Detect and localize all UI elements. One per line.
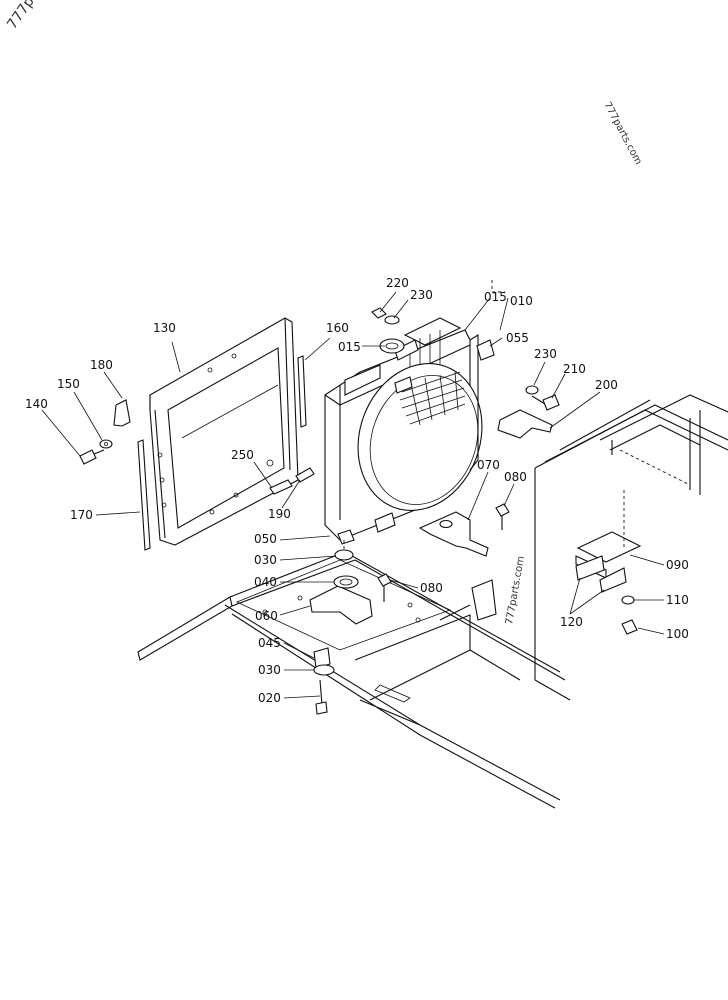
chassis-frame xyxy=(137,551,566,809)
bracket-060 xyxy=(309,585,373,625)
callout-230-right: 230 xyxy=(534,347,557,361)
callout-080-upper: 080 xyxy=(504,470,527,484)
watermark-center: 777parts.com xyxy=(504,555,527,625)
washer-110 xyxy=(621,595,635,605)
seal-strip-160 xyxy=(297,355,307,428)
callout-050: 050 xyxy=(254,532,277,546)
watermark-top-right: 777parts.com xyxy=(601,100,643,166)
callout-070: 070 xyxy=(477,458,500,472)
callout-080-lower: 080 xyxy=(420,581,443,595)
callout-020: 020 xyxy=(258,691,281,705)
radiator-010 xyxy=(324,317,483,541)
callout-045: 045 xyxy=(258,636,281,650)
callout-055: 055 xyxy=(506,331,529,345)
callout-120: 120 xyxy=(560,615,583,629)
clip-180 xyxy=(113,399,131,427)
callout-090: 090 xyxy=(666,558,689,572)
seal-strip-170 xyxy=(137,439,151,551)
bolt-080-lower xyxy=(377,573,392,602)
callout-200: 200 xyxy=(595,378,618,392)
bracket-200 xyxy=(497,409,553,439)
callout-220: 220 xyxy=(386,276,409,290)
callout-250: 250 xyxy=(231,448,254,462)
callout-150: 150 xyxy=(57,377,80,391)
callout-180: 180 xyxy=(90,358,113,372)
mount-030-upper xyxy=(334,549,354,561)
bracket-090 xyxy=(576,531,642,563)
washer-230-top xyxy=(384,315,400,325)
bracket-070 xyxy=(418,511,489,557)
washer-230-right xyxy=(525,385,539,395)
callout-140: 140 xyxy=(25,397,48,411)
bolt-020 xyxy=(315,679,328,715)
watermark-corner: 777p xyxy=(4,0,38,32)
callout-010: 010 xyxy=(510,294,533,308)
callout-110: 110 xyxy=(666,593,689,607)
callout-015-upper: 015 xyxy=(484,290,507,304)
mount-045 xyxy=(313,647,331,669)
callout-labels: 130 180 150 140 170 160 250 190 220 230 … xyxy=(25,276,689,705)
callout-230-top: 230 xyxy=(410,288,433,302)
nut-100 xyxy=(621,619,638,635)
grommet-050 xyxy=(337,529,355,545)
clip-250 xyxy=(269,479,293,495)
callout-040: 040 xyxy=(254,575,277,589)
callout-030-upper: 030 xyxy=(254,553,277,567)
callout-060: 060 xyxy=(255,609,278,623)
bracket-small xyxy=(471,579,497,621)
engine-housing xyxy=(534,394,728,701)
clip-190 xyxy=(295,467,315,483)
callout-130: 130 xyxy=(153,321,176,335)
mount-040 xyxy=(333,575,359,589)
washer-030-lower xyxy=(313,664,335,676)
bracket-120b xyxy=(599,567,627,593)
shroud-frame-130 xyxy=(149,317,299,546)
callout-160: 160 xyxy=(326,321,349,335)
washer-150 xyxy=(99,439,113,449)
bolt-080-upper xyxy=(495,503,510,530)
callout-015-lower: 015 xyxy=(338,340,361,354)
callout-100: 100 xyxy=(666,627,689,641)
bracket-120a xyxy=(575,555,605,581)
bolt-140 xyxy=(79,449,105,465)
clip-055 xyxy=(476,339,495,361)
callout-190: 190 xyxy=(268,507,291,521)
callout-170: 170 xyxy=(70,508,93,522)
callout-210: 210 xyxy=(563,362,586,376)
bolt-210 xyxy=(531,394,560,411)
callout-030-lower: 030 xyxy=(258,663,281,677)
leader-lines xyxy=(41,280,665,699)
nut-220 xyxy=(371,307,387,319)
